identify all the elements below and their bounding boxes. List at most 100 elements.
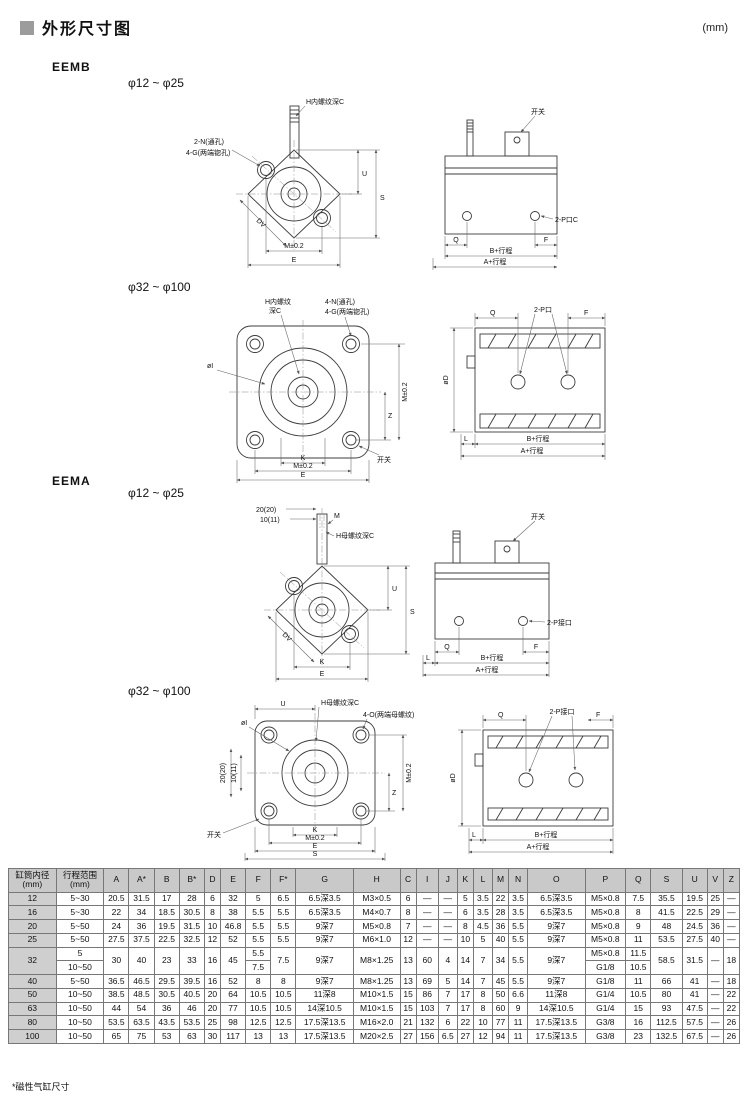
rod-thread-size-label: M bbox=[334, 513, 340, 520]
table-cell: 46.8 bbox=[219, 919, 247, 934]
page-title: 外形尺寸图 bbox=[42, 21, 133, 38]
table-cell: 14深10.5 bbox=[295, 1001, 354, 1017]
table-cell: 45 bbox=[219, 946, 247, 976]
table-cell: 13 bbox=[245, 1029, 272, 1044]
table-cell: 16 bbox=[203, 946, 221, 976]
dim-u-label: U bbox=[362, 171, 367, 178]
table-cell: 23 bbox=[625, 1029, 652, 1044]
thread-callout-label: H内螺纹 bbox=[265, 297, 291, 306]
table-cell: 13 bbox=[399, 974, 417, 989]
table-cell: 10~50 bbox=[55, 960, 105, 976]
dim-m-label: M±0.2 bbox=[284, 243, 304, 250]
dim-f-label: F bbox=[534, 644, 538, 651]
table-cell: 36 bbox=[153, 1001, 180, 1017]
table-cell: M5×0.8 bbox=[584, 946, 627, 962]
table-cell: 100 bbox=[8, 1029, 57, 1044]
table-cell: 6.5深3.5 bbox=[295, 905, 354, 921]
table-cell: 22 bbox=[491, 891, 510, 907]
table-cell: — bbox=[437, 919, 458, 934]
table-cell: — bbox=[722, 905, 741, 921]
table-header-cell: Z bbox=[722, 868, 741, 893]
table-cell: 5 bbox=[472, 932, 493, 948]
table-cell: M16×2.0 bbox=[352, 1015, 401, 1031]
table-cell: 5 bbox=[55, 946, 105, 962]
dim-20-label: 20(20) bbox=[256, 507, 276, 514]
table-cell: 25 bbox=[203, 1015, 221, 1031]
table-cell: 47.5 bbox=[681, 1001, 708, 1017]
table-header-cell: P bbox=[584, 868, 627, 893]
dim-m-bottom-label: M±0.2 bbox=[293, 463, 313, 470]
table-cell: 9深7 bbox=[527, 974, 586, 989]
table-cell: 5~30 bbox=[55, 905, 105, 921]
footnote: *磁性气缸尺寸 bbox=[12, 1082, 70, 1092]
table-cell: 57.5 bbox=[681, 1015, 708, 1031]
table-cell: M8×1.25 bbox=[352, 974, 401, 989]
table-cell: 5.5 bbox=[245, 919, 272, 934]
table-header-cell: O bbox=[527, 868, 586, 893]
table-cell: 7.5 bbox=[270, 946, 297, 976]
table-cell: 10.5 bbox=[270, 1001, 297, 1017]
table-cell: 20.5 bbox=[103, 891, 130, 907]
table-cell: 53.5 bbox=[650, 932, 683, 948]
dim-m-right-label: M±0.2 bbox=[406, 763, 413, 783]
dim-e-label: E bbox=[313, 843, 318, 850]
table-cell: 4 bbox=[437, 946, 458, 976]
eema-large-front-geometry bbox=[247, 713, 385, 833]
table-header-cell: F bbox=[245, 868, 272, 893]
dim-a-label: A+行程 bbox=[527, 842, 550, 851]
table-cell: — bbox=[437, 905, 458, 921]
table-cell: 10 bbox=[472, 1015, 493, 1031]
dim-f-label: F bbox=[584, 310, 588, 317]
corner-thread-callout-label: 4-O(两端母螺纹) bbox=[363, 710, 414, 719]
table-cell: 112.5 bbox=[650, 1015, 683, 1031]
table-header-cell: A* bbox=[128, 868, 155, 893]
table-cell: — bbox=[706, 1015, 724, 1031]
table-cell: 6 bbox=[456, 905, 474, 921]
table-cell: 86 bbox=[415, 987, 439, 1003]
table-header-cell: C bbox=[399, 868, 417, 893]
table-header-cell: V bbox=[706, 868, 724, 893]
table-cell: 14深10.5 bbox=[527, 1001, 586, 1017]
table-cell: 5 bbox=[437, 974, 458, 989]
eema-range-small-label: φ12 ~ φ25 bbox=[128, 486, 184, 500]
dim-s-label: S bbox=[410, 609, 415, 616]
dim-k-label: K bbox=[301, 455, 306, 462]
table-cell: 7 bbox=[437, 1001, 458, 1017]
table-cell: — bbox=[722, 891, 741, 907]
table-cell: 8 bbox=[472, 1001, 493, 1017]
table-cell: 69 bbox=[415, 974, 439, 989]
eemb-series-label: EEMB bbox=[52, 60, 91, 74]
table-cell: 9深7 bbox=[295, 932, 354, 948]
dim-d-label: øD bbox=[443, 375, 450, 384]
table-cell: 5.5 bbox=[270, 905, 297, 921]
dim-b-label: B+行程 bbox=[535, 830, 558, 839]
through-hole-callout-label: 4-N(通孔) bbox=[325, 297, 355, 306]
table-cell: 103 bbox=[415, 1001, 439, 1017]
eema-small-side-dims: 开关 2-P接口 Q F L B+行程 A+行程 bbox=[422, 512, 572, 677]
table-cell: 31.5 bbox=[128, 891, 155, 907]
table-cell: — bbox=[415, 905, 439, 921]
table-cell: — bbox=[415, 891, 439, 907]
table-cell: 3.5 bbox=[508, 891, 529, 907]
table-cell: 53.5 bbox=[103, 1015, 130, 1031]
table-cell: 27.5 bbox=[103, 932, 130, 948]
dim-m-bottom-label: M±0.2 bbox=[305, 835, 325, 842]
dim-b-label: B+行程 bbox=[490, 246, 513, 255]
dim-dv-label: DV bbox=[281, 631, 293, 643]
table-header-cell: 行程范围 (mm) bbox=[55, 868, 105, 893]
dim-20-label: 20(20) bbox=[220, 763, 227, 783]
table-cell: 19.5 bbox=[153, 919, 180, 934]
eemb-range-large-label: φ32 ~ φ100 bbox=[128, 280, 191, 294]
table-cell: M6×1.0 bbox=[352, 932, 401, 948]
table-cell: 6.5深3.5 bbox=[527, 905, 586, 921]
table-cell: 11 bbox=[508, 1015, 529, 1031]
dim-10-label: 10(11) bbox=[231, 763, 238, 783]
table-cell: 63 bbox=[8, 1001, 57, 1017]
table-cell: — bbox=[437, 932, 458, 948]
